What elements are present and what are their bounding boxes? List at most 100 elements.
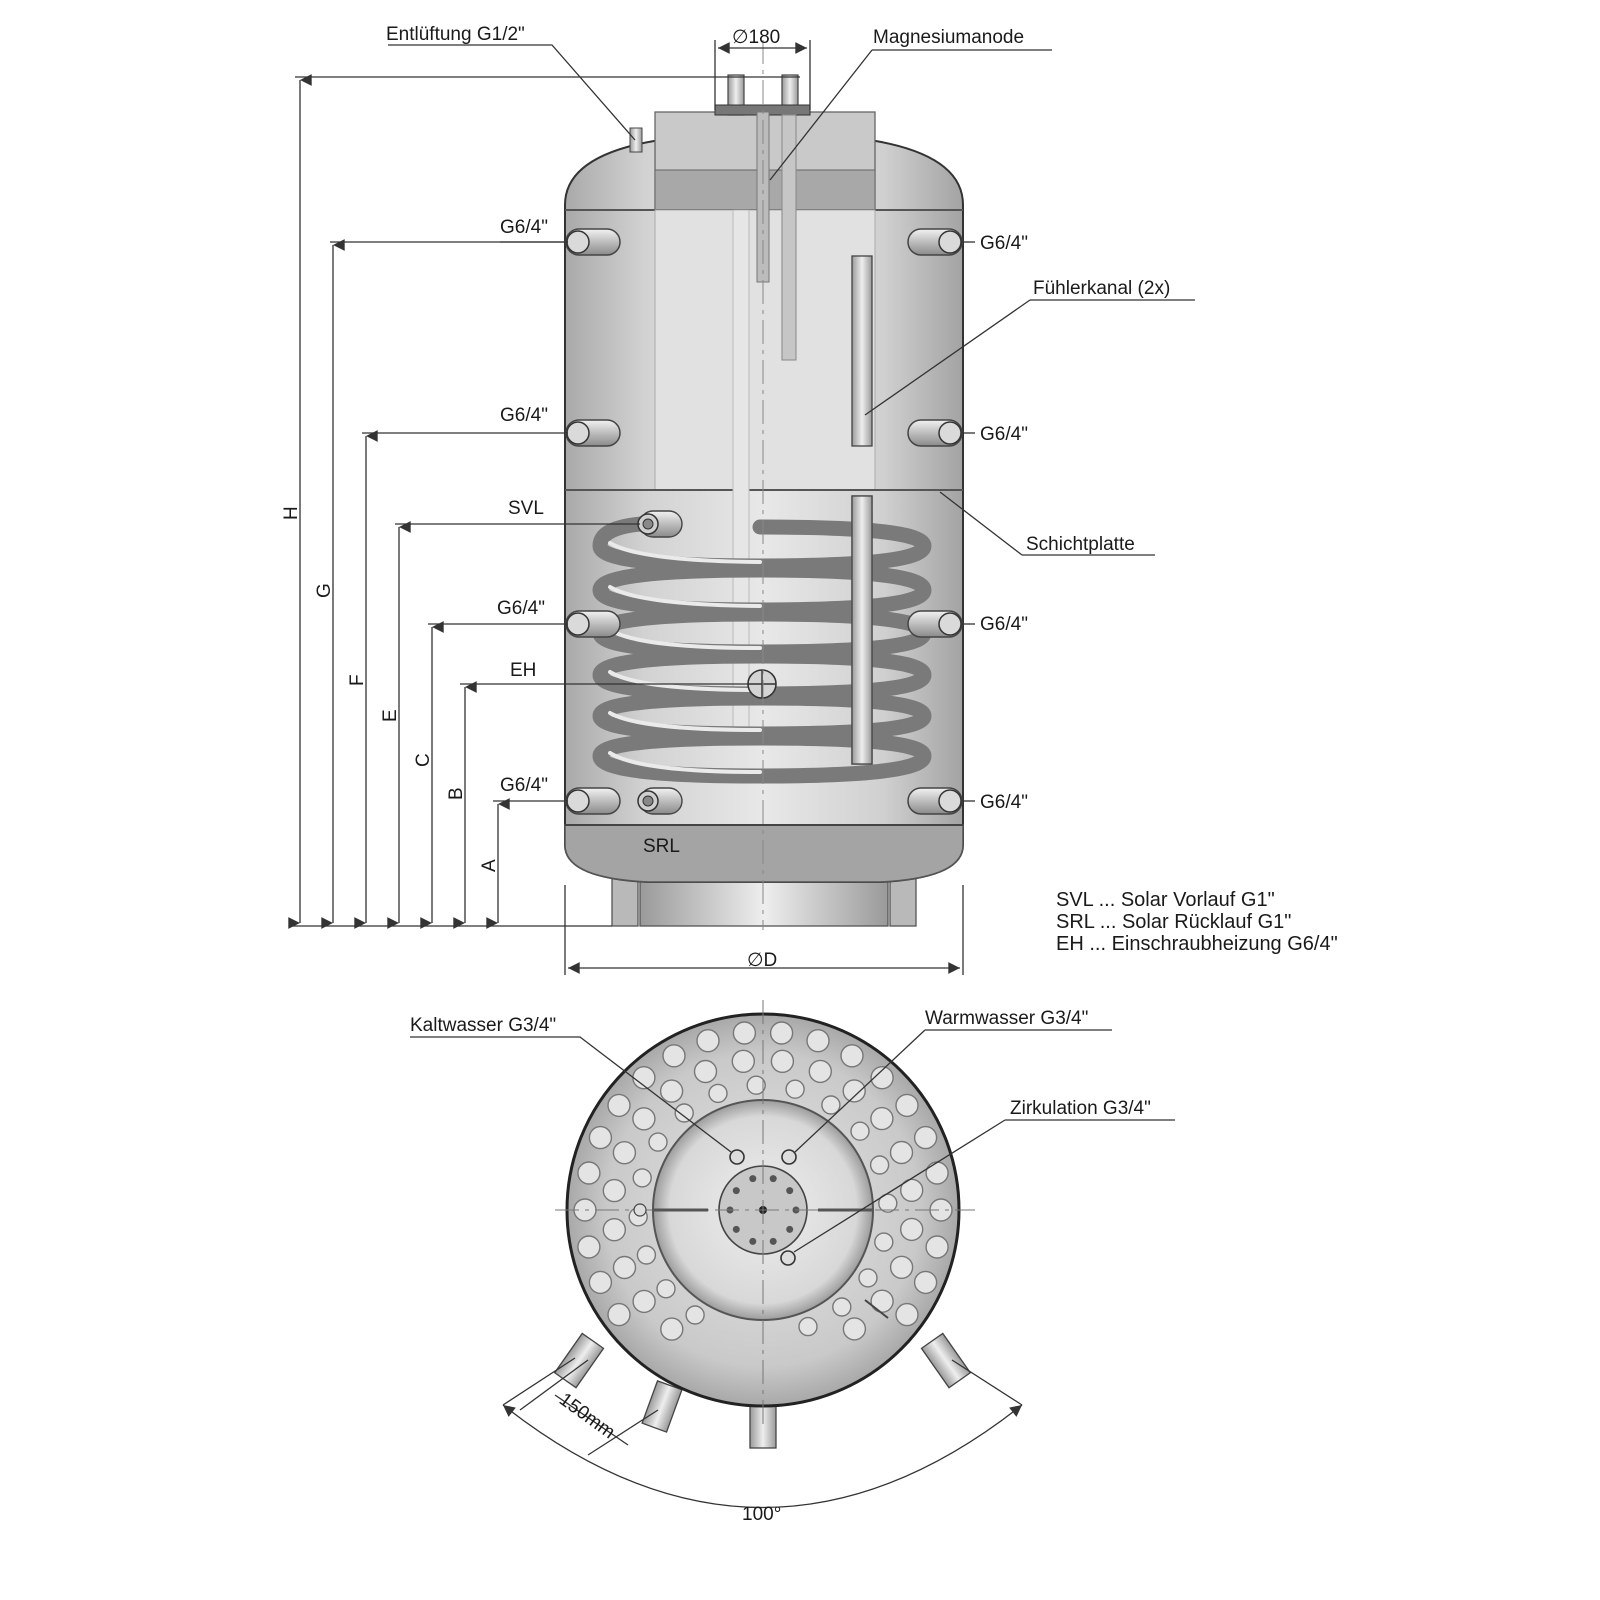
label-g64-l3: G6/4" bbox=[497, 598, 545, 619]
perforation-hole bbox=[889, 1140, 914, 1165]
sensor-channel-upper bbox=[851, 255, 873, 447]
dim-e: E bbox=[380, 709, 401, 722]
perforation-hole bbox=[746, 1075, 766, 1095]
label-srl: SRL bbox=[643, 836, 680, 857]
perforation-hole bbox=[602, 1217, 626, 1242]
label-svl: SVL bbox=[508, 498, 544, 519]
dim-f: F bbox=[347, 674, 368, 686]
perforation-hole bbox=[660, 1317, 684, 1341]
label-g64-r2: G6/4" bbox=[980, 424, 1028, 445]
label-sensor-channel: Fühlerkanal (2x) bbox=[1033, 278, 1170, 299]
legend-svl: SVL ... Solar Vorlauf G1" bbox=[1056, 889, 1275, 911]
perforation-hole bbox=[870, 1289, 894, 1313]
label-layer-plate: Schichtplatte bbox=[1026, 534, 1135, 555]
flange-bolts bbox=[726, 1175, 800, 1245]
perforation-hole bbox=[832, 1297, 852, 1317]
dimension-lines bbox=[288, 40, 964, 975]
perforation-hole bbox=[632, 1168, 652, 1188]
vent-stub bbox=[629, 127, 643, 153]
perforation-hole bbox=[674, 1103, 694, 1123]
perforation-hole bbox=[895, 1302, 919, 1327]
label-anode: Magnesiumanode bbox=[873, 27, 1024, 48]
right-connections bbox=[907, 228, 963, 815]
dim-b: B bbox=[446, 787, 467, 800]
perforation-hole bbox=[870, 1065, 894, 1090]
perforation-hole bbox=[769, 1021, 794, 1045]
perforation-hole bbox=[708, 1083, 728, 1104]
perforation-hole bbox=[840, 1044, 864, 1068]
perforation-hole bbox=[577, 1161, 601, 1185]
perforation-hole bbox=[696, 1028, 720, 1053]
flange-bolt bbox=[749, 1237, 757, 1245]
perforation-hole bbox=[602, 1178, 626, 1203]
dim-c: C bbox=[413, 753, 434, 767]
dim-g: G bbox=[314, 583, 335, 598]
perforation-hole bbox=[636, 1245, 657, 1265]
perforation-hole bbox=[878, 1193, 898, 1213]
perforation-hole bbox=[577, 1235, 601, 1259]
legend: SVL ... Solar Vorlauf G1" SRL ... Solar … bbox=[1056, 889, 1338, 955]
leader-lines bbox=[388, 44, 1195, 802]
perforation-hole bbox=[770, 1049, 795, 1074]
warm-water-port bbox=[781, 1149, 797, 1165]
perforation-hole bbox=[821, 1095, 841, 1115]
perforation-hole bbox=[798, 1316, 818, 1337]
tank-bottom-dome bbox=[564, 824, 964, 883]
perforation-hole bbox=[659, 1079, 684, 1103]
perforation-hole bbox=[632, 1289, 656, 1314]
perforation-hole bbox=[895, 1093, 919, 1118]
perforation-hole bbox=[612, 1255, 637, 1280]
flange-bolt bbox=[786, 1225, 794, 1233]
srl-connection bbox=[637, 787, 683, 815]
perforation-hole bbox=[842, 1079, 866, 1103]
perforation-hole bbox=[607, 1093, 631, 1118]
perforation-hole bbox=[612, 1140, 637, 1165]
perforation-hole bbox=[662, 1044, 686, 1068]
side-labels: Entlüftung G1/2" ∅180 Magnesiumanode Füh… bbox=[386, 24, 1170, 971]
flange-bolt bbox=[749, 1175, 757, 1183]
side-view bbox=[564, 40, 964, 930]
top-view bbox=[410, 1000, 1175, 1508]
svl-connection bbox=[637, 510, 683, 538]
dim-h: H bbox=[281, 506, 302, 520]
perforation-hole bbox=[588, 1125, 613, 1150]
perforation-hole bbox=[842, 1317, 867, 1341]
perforation-hole bbox=[889, 1255, 914, 1280]
label-dia-d: ∅D bbox=[747, 950, 777, 971]
legend-srl: SRL ... Solar Rücklauf G1" bbox=[1056, 911, 1291, 933]
flange-bolt bbox=[769, 1237, 777, 1245]
tank-foot-ring bbox=[639, 879, 889, 927]
label-eh: EH bbox=[510, 660, 536, 681]
perforation-hole bbox=[806, 1028, 830, 1053]
perforation-hole bbox=[874, 1232, 894, 1252]
perforation-hole bbox=[693, 1059, 718, 1084]
perforation-hole bbox=[632, 1107, 656, 1131]
flange-bolt bbox=[786, 1187, 794, 1195]
label-g64-l4: G6/4" bbox=[500, 775, 548, 796]
label-cold-water: Kaltwasser G3/4" bbox=[410, 1015, 556, 1036]
inner-chamber bbox=[654, 209, 876, 491]
label-angle: 100° bbox=[742, 1504, 781, 1525]
circulation-port bbox=[780, 1250, 796, 1266]
perforation-hole bbox=[900, 1217, 924, 1242]
perforation-hole bbox=[656, 1279, 676, 1299]
perforation-hole bbox=[648, 1132, 668, 1152]
label-g64-l1: G6/4" bbox=[500, 217, 548, 238]
perforation-hole bbox=[913, 1270, 938, 1295]
dim-a: A bbox=[479, 859, 500, 872]
perforation-hole bbox=[588, 1270, 613, 1295]
label-g64-r3: G6/4" bbox=[980, 614, 1028, 635]
perforation-hole bbox=[785, 1079, 805, 1099]
label-circulation: Zirkulation G3/4" bbox=[1010, 1098, 1151, 1119]
flange-bolt bbox=[769, 1175, 777, 1183]
legend-eh: EH ... Einschraubheizung G6/4" bbox=[1056, 933, 1338, 955]
label-vent: Entlüftung G1/2" bbox=[386, 24, 525, 45]
perforation-hole bbox=[869, 1155, 890, 1175]
perforation-hole bbox=[925, 1161, 949, 1185]
perforation-hole bbox=[685, 1305, 705, 1325]
label-g64-l2: G6/4" bbox=[500, 405, 548, 426]
perforation-holes bbox=[573, 1021, 953, 1341]
perforation-hole bbox=[850, 1121, 870, 1141]
label-warm-water: Warmwasser G3/4" bbox=[925, 1008, 1088, 1029]
